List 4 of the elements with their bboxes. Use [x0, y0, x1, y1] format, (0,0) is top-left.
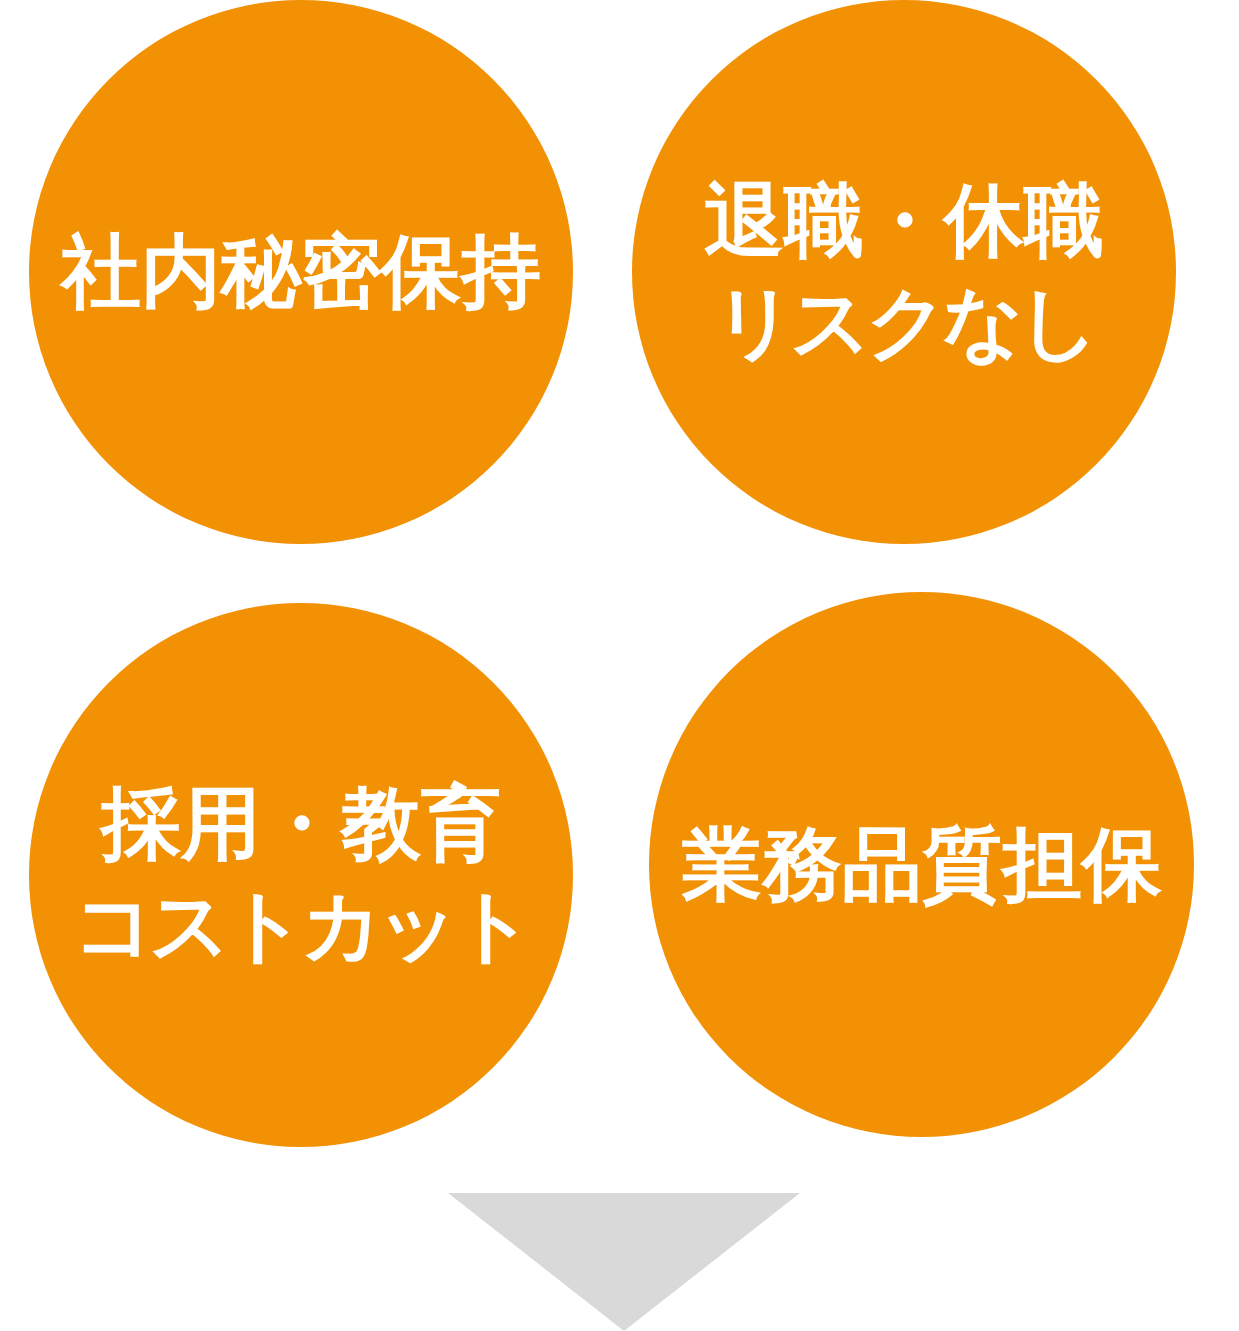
node-label: 採用・教育コストカット	[72, 778, 530, 972]
node-label: 退職・休職リスクなし	[703, 175, 1105, 369]
node-label: 業務品質担保	[681, 818, 1162, 911]
node-label: 社内秘密保持	[61, 226, 541, 318]
